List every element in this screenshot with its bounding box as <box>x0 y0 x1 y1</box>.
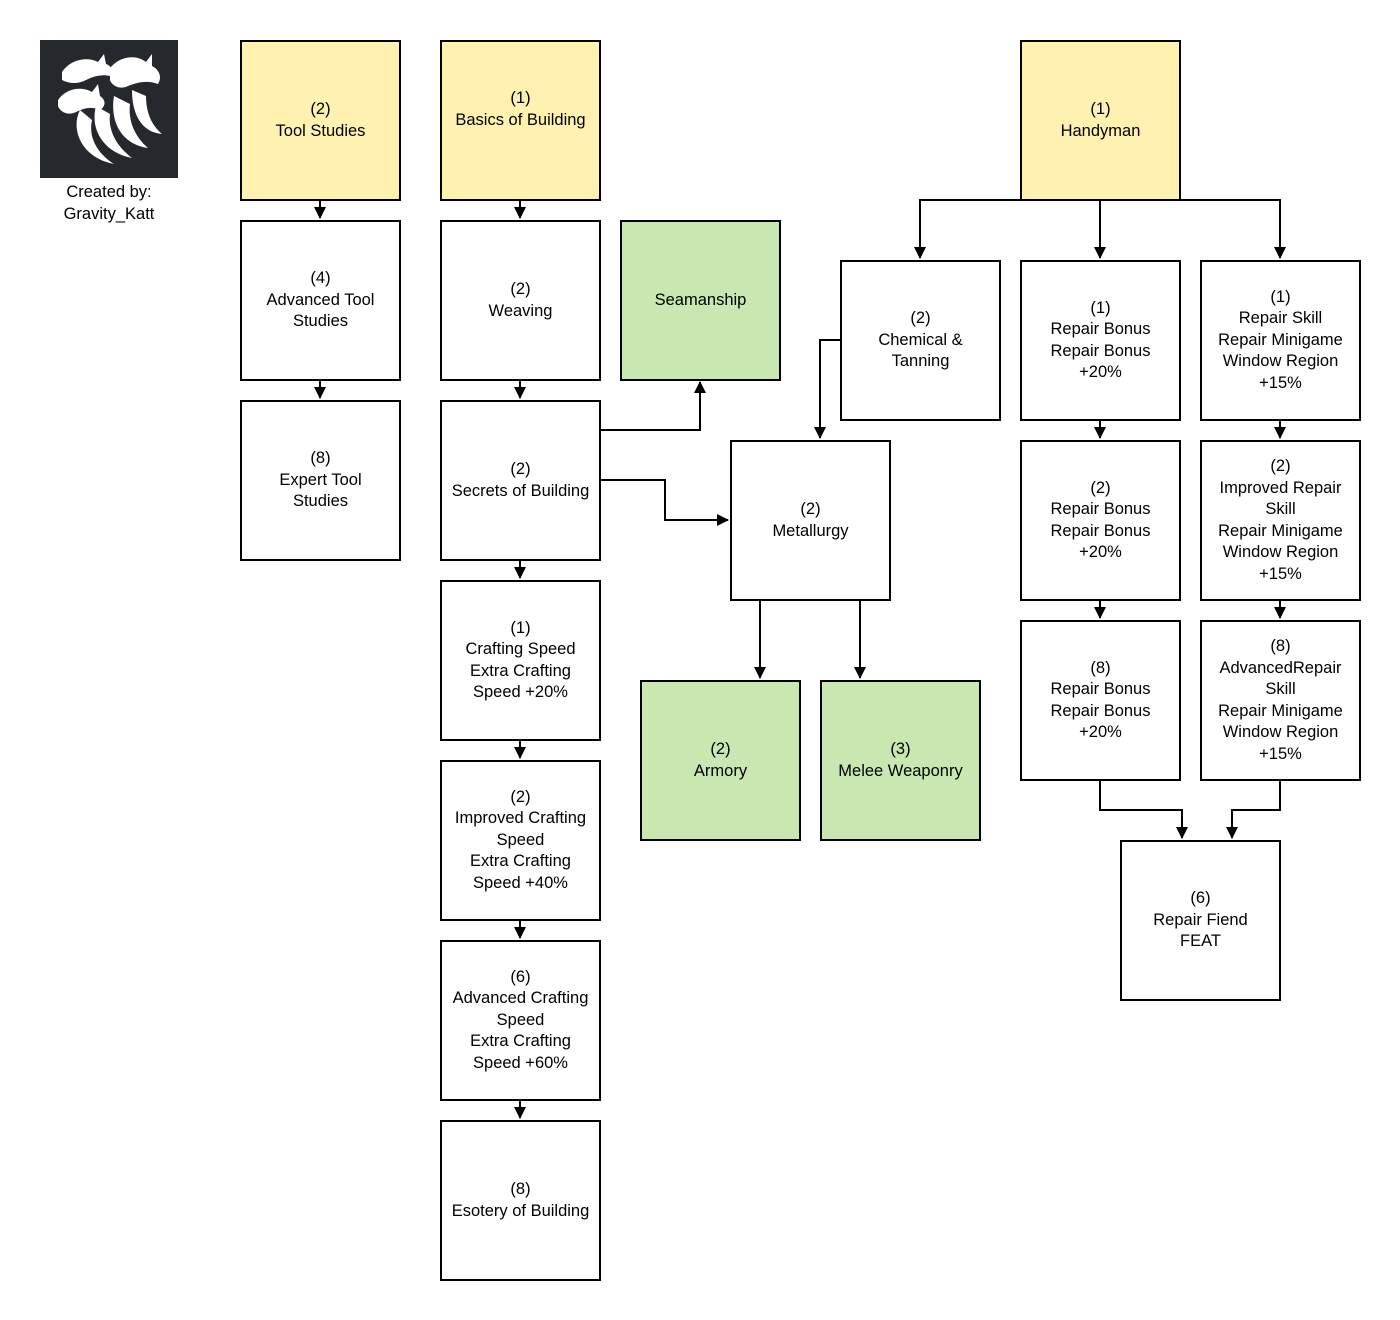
node-improved-crafting-speed: (2) Improved Crafting Speed Extra Crafti… <box>440 760 601 921</box>
node-repair-bonus-3: (8) Repair Bonus Repair Bonus +20% <box>1020 620 1181 781</box>
arrow-secrets-to-metallurgy <box>600 479 729 526</box>
node-esotery-of-building: (8) Esotery of Building <box>440 1120 601 1281</box>
node-seamanship: Seamanship <box>620 220 781 381</box>
node-esotery-of-building-label: (8) Esotery of Building <box>451 1180 590 1220</box>
node-chemical-tanning: (2) Chemical & Tanning <box>840 260 1001 421</box>
node-handyman-label: (1) Handyman <box>1060 100 1141 140</box>
node-metallurgy: (2) Metallurgy <box>730 440 891 601</box>
node-metallurgy-label: (2) Metallurgy <box>772 500 849 540</box>
arrow-handyman-to-chemical <box>914 199 1020 259</box>
author-name: Gravity_Katt <box>63 204 155 223</box>
node-repair-bonus-3-label: (8) Repair Bonus Repair Bonus +20% <box>1050 658 1151 742</box>
node-crafting-speed-label: (1) Crafting Speed Extra Crafting Speed … <box>465 618 576 702</box>
node-repair-fiend: (6) Repair Fiend FEAT <box>1120 840 1281 1001</box>
node-repair-bonus-2: (2) Repair Bonus Repair Bonus +20% <box>1020 440 1181 601</box>
node-tool-studies-label: (2) Tool Studies <box>275 100 366 140</box>
node-advanced-crafting-speed-label: (6) Advanced Crafting Speed Extra Crafti… <box>452 967 589 1072</box>
node-tool-studies: (2) Tool Studies <box>240 40 401 201</box>
node-secrets-of-building-label: (2) Secrets of Building <box>451 460 590 500</box>
node-advanced-repair-skill: (8) AdvancedRepair Skill Repair Minigame… <box>1200 620 1361 781</box>
arrow-chemical-to-metallurgy <box>814 339 840 439</box>
node-repair-skill-label: (1) Repair Skill Repair Minigame Window … <box>1218 287 1343 392</box>
node-repair-bonus-1: (1) Repair Bonus Repair Bonus +20% <box>1020 260 1181 421</box>
node-improved-repair-skill: (2) Improved Repair Skill Repair Minigam… <box>1200 440 1361 601</box>
dragon-logo-icon <box>40 40 178 178</box>
node-repair-fiend-label: (6) Repair Fiend FEAT <box>1153 889 1248 951</box>
created-by-label: Created by: <box>66 183 152 201</box>
arrow-handyman-to-repair-skill <box>1180 199 1286 259</box>
node-basics-of-building-label: (1) Basics of Building <box>455 89 586 129</box>
node-improved-repair-skill-label: (2) Improved Repair Skill Repair Minigam… <box>1218 457 1343 583</box>
node-seamanship-label: Seamanship <box>654 290 747 309</box>
node-chemical-tanning-label: (2) Chemical & Tanning <box>878 309 963 371</box>
node-repair-skill: (1) Repair Skill Repair Minigame Window … <box>1200 260 1361 421</box>
node-advanced-tool-studies-label: (4) Advanced Tool Studies <box>266 269 375 331</box>
node-weaving-label: (2) Weaving <box>488 280 553 320</box>
node-repair-bonus-1-label: (1) Repair Bonus Repair Bonus +20% <box>1050 298 1151 382</box>
node-crafting-speed: (1) Crafting Speed Extra Crafting Speed … <box>440 580 601 741</box>
node-secrets-of-building: (2) Secrets of Building <box>440 400 601 561</box>
arrow-secrets-to-seamanship <box>600 381 706 431</box>
node-expert-tool-studies-label: (8) Expert Tool Studies <box>279 449 362 511</box>
arrow-repair-bonus-3-to-fiend <box>1099 780 1188 839</box>
node-melee-weaponry-label: (3) Melee Weaponry <box>838 740 963 780</box>
node-handyman: (1) Handyman <box>1020 40 1181 201</box>
node-armory-label: (2) Armory <box>693 740 748 780</box>
arrow-advanced-repair-to-fiend <box>1226 780 1281 839</box>
node-armory: (2) Armory <box>640 680 801 841</box>
node-melee-weaponry: (3) Melee Weaponry <box>820 680 981 841</box>
node-basics-of-building: (1) Basics of Building <box>440 40 601 201</box>
node-weaving: (2) Weaving <box>440 220 601 381</box>
node-expert-tool-studies: (8) Expert Tool Studies <box>240 400 401 561</box>
node-advanced-crafting-speed: (6) Advanced Crafting Speed Extra Crafti… <box>440 940 601 1101</box>
node-improved-crafting-speed-label: (2) Improved Crafting Speed Extra Crafti… <box>454 787 587 892</box>
node-advanced-tool-studies: (4) Advanced Tool Studies <box>240 220 401 381</box>
node-repair-bonus-2-label: (2) Repair Bonus Repair Bonus +20% <box>1050 478 1151 562</box>
node-advanced-repair-skill-label: (8) AdvancedRepair Skill Repair Minigame… <box>1218 637 1343 763</box>
credit-block: Created by: Gravity_Katt <box>30 182 188 225</box>
